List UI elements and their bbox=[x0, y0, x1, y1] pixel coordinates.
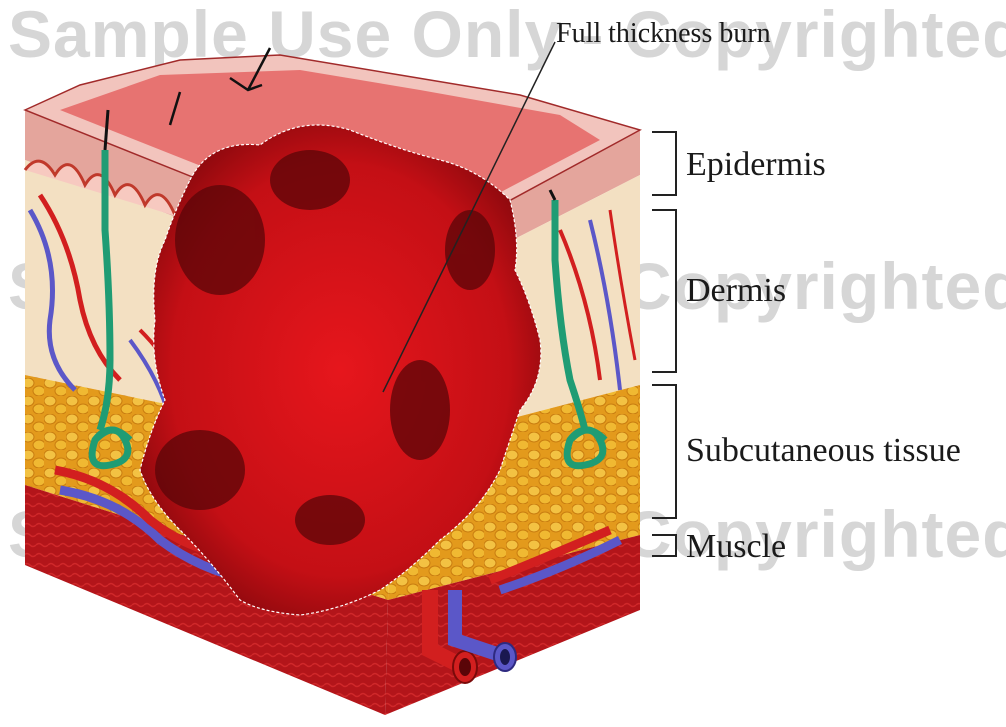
subcutaneous-tissue-label: Subcutaneous tissue bbox=[686, 432, 961, 470]
full-thickness-burn-label: Full thickness burn bbox=[556, 18, 771, 50]
muscle-label: Muscle bbox=[686, 528, 786, 566]
dermis-label: Dermis bbox=[686, 272, 786, 310]
layer-brackets bbox=[652, 132, 676, 556]
epidermis-label: Epidermis bbox=[686, 146, 826, 184]
